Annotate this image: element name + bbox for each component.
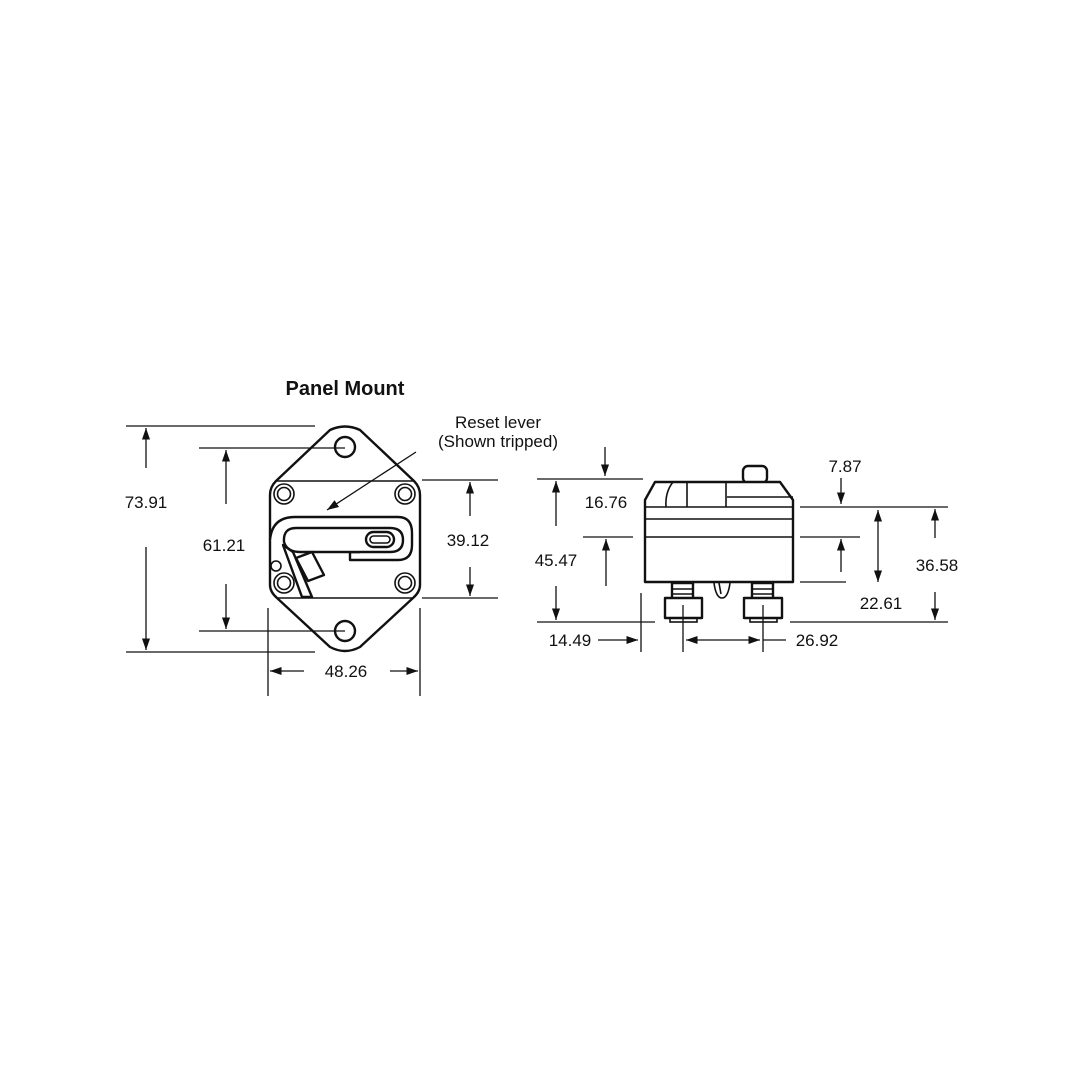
drawing-stroke xyxy=(276,575,292,591)
callout-line2: (Shown tripped) xyxy=(438,432,558,451)
drawing-stroke xyxy=(270,560,282,572)
drawing-stroke xyxy=(397,486,413,502)
dim-body-height: 39.12 xyxy=(422,479,498,599)
dimension-label: 7.87 xyxy=(828,457,861,476)
corner-screws xyxy=(270,483,416,594)
dim-panel-to-terminal: 36.58 xyxy=(790,509,959,623)
mount-hole-top xyxy=(333,435,357,459)
front-view-breaker xyxy=(268,425,422,653)
dim-terminal-offset: 14.49 xyxy=(549,593,642,652)
drawing-stroke xyxy=(750,581,775,601)
reset-lever xyxy=(268,515,414,599)
drawing-stroke xyxy=(281,543,314,599)
title: Panel Mount xyxy=(286,378,405,400)
dimension-label: 39.12 xyxy=(447,531,490,550)
dimension-label: 45.47 xyxy=(535,551,578,570)
dim-body-depth: 22.61 xyxy=(860,510,903,613)
dimension-label: 26.92 xyxy=(796,631,839,650)
drawing-stroke xyxy=(394,572,416,594)
drawing-stroke xyxy=(294,550,326,583)
drawing-stroke xyxy=(273,572,295,594)
drawing-stroke xyxy=(670,581,695,601)
dim-width: 48.26 xyxy=(267,608,421,696)
dim-hole-spacing: 61.21 xyxy=(199,447,345,632)
callout-line1: Reset lever xyxy=(455,413,541,432)
dimension-label: 22.61 xyxy=(860,594,903,613)
dim-button-height: 7.87 xyxy=(800,457,948,583)
drawing-stroke xyxy=(369,535,391,544)
dimension-label: 16.76 xyxy=(585,493,628,512)
dim-overall-depth: 45.47 xyxy=(535,481,655,623)
dimension-label: 36.58 xyxy=(916,556,959,575)
drawing-stroke xyxy=(394,483,416,505)
dim-terminal-spacing: 26.92 xyxy=(682,605,839,652)
dim-overall-height: 73.91 xyxy=(125,425,315,653)
dimension-label: 14.49 xyxy=(549,631,592,650)
callout-leader xyxy=(326,451,417,511)
drawing-stroke xyxy=(718,582,722,595)
reset-button xyxy=(741,464,769,485)
dim-top-to-panel: 16.76 xyxy=(537,447,643,586)
dimension-label: 61.21 xyxy=(203,536,246,555)
drawing-stroke xyxy=(276,486,292,502)
dimension-label: 48.26 xyxy=(325,662,368,681)
dimension-label: 73.91 xyxy=(125,493,168,512)
side-view-breaker xyxy=(643,464,795,623)
drawing-stroke xyxy=(713,582,731,599)
drawing-stroke xyxy=(273,483,295,505)
drawing-stroke xyxy=(397,575,413,591)
drawing-stroke xyxy=(665,481,674,508)
